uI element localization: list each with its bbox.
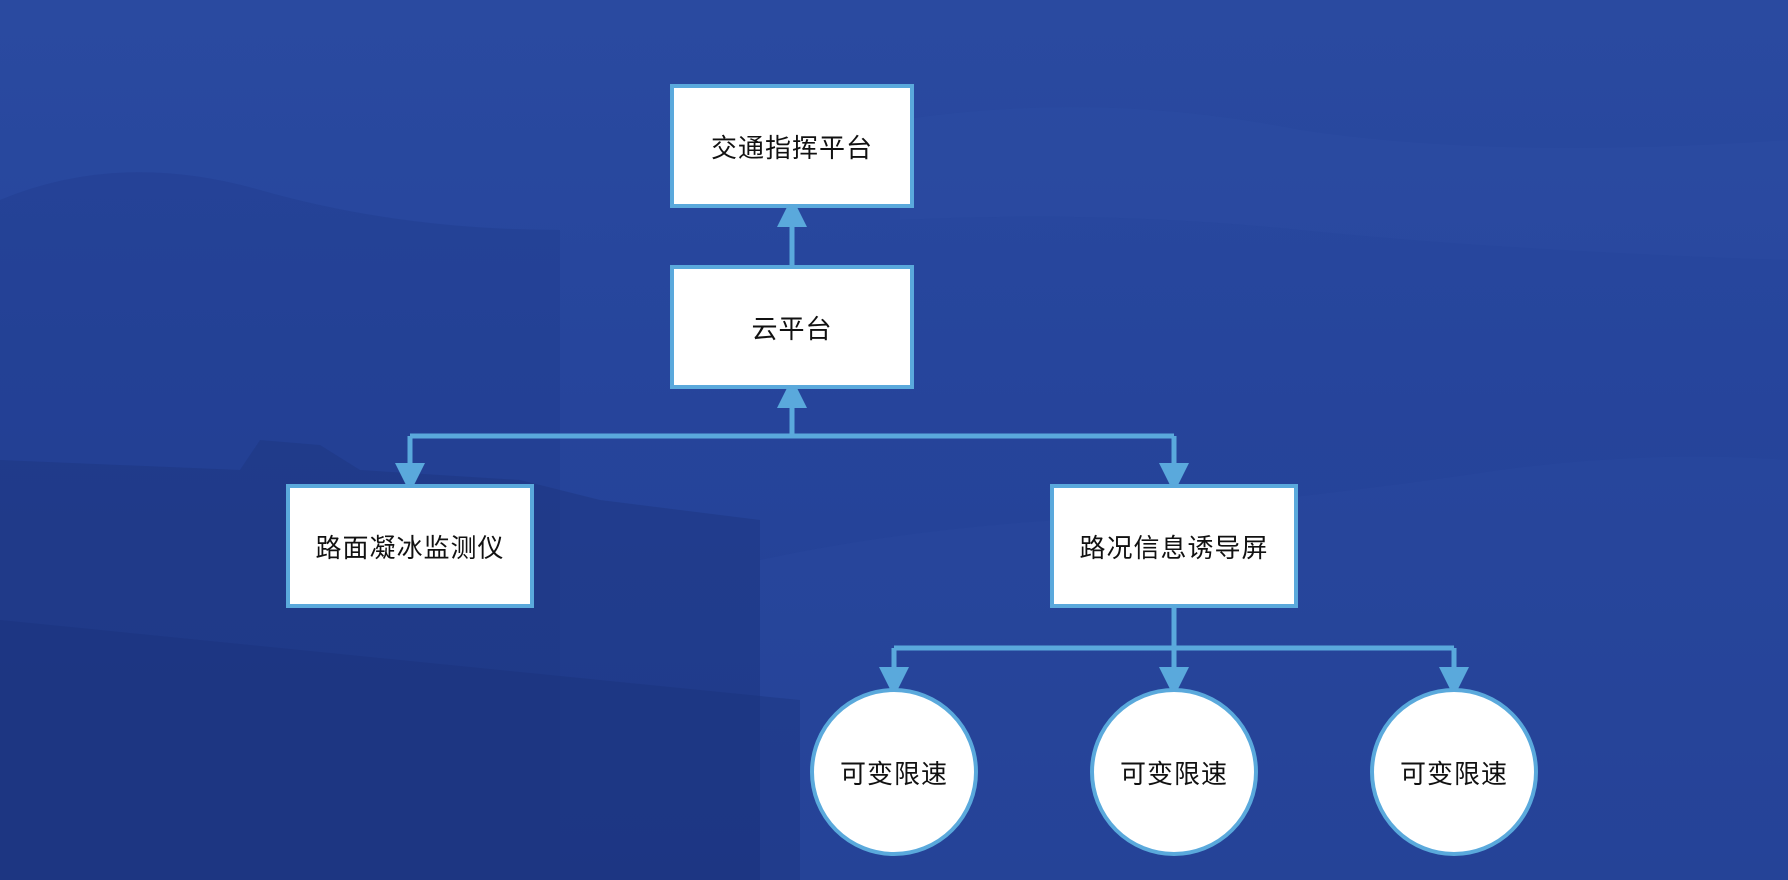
node-guidance-screen: 路况信息诱导屏 bbox=[1050, 484, 1298, 608]
node-label: 可变限速 bbox=[839, 759, 948, 790]
node-label: 路况信息诱导屏 bbox=[1079, 533, 1269, 564]
node-label: 可变限速 bbox=[1399, 759, 1508, 790]
node-ice-monitor: 路面凝冰监测仪 bbox=[286, 484, 534, 608]
node-label: 可变限速 bbox=[1119, 759, 1228, 790]
node-cloud-platform: 云平台 bbox=[670, 265, 914, 389]
node-traffic-command-platform: 交通指挥平台 bbox=[670, 84, 914, 208]
node-label: 交通指挥平台 bbox=[710, 133, 873, 164]
node-variable-speed-1: 可变限速 bbox=[810, 688, 978, 856]
node-label: 路面凝冰监测仪 bbox=[315, 533, 505, 564]
node-variable-speed-2: 可变限速 bbox=[1090, 688, 1258, 856]
node-label: 云平台 bbox=[751, 314, 833, 345]
node-variable-speed-3: 可变限速 bbox=[1370, 688, 1538, 856]
